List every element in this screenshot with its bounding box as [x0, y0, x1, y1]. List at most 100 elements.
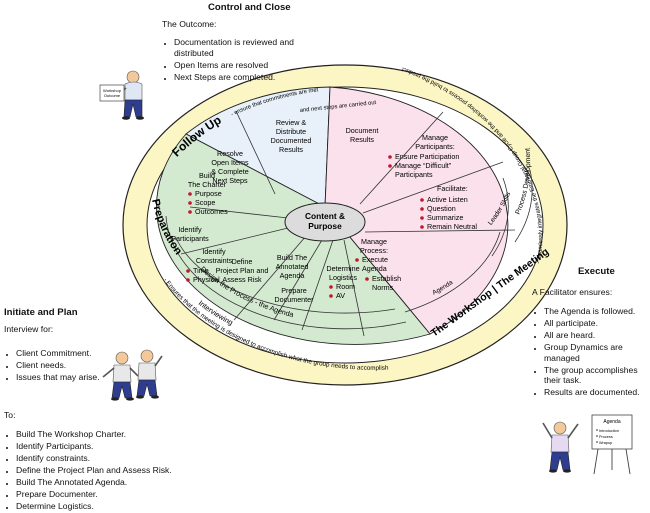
svg-text:Identify: Identify: [202, 247, 226, 256]
list-item: Issues that may arise.: [16, 372, 204, 382]
sector-dividers: [180, 110, 516, 337]
list-item: Next Steps are completed.: [174, 72, 322, 82]
interview-list: Client Commitment. Client needs. Issues …: [4, 348, 204, 382]
workshop-outcome-sign: [99, 84, 125, 102]
center-content-purpose: Content & Purpose: [284, 202, 366, 242]
svg-text:Manage: Manage: [422, 133, 448, 142]
list-item: Client needs.: [16, 360, 204, 370]
list-item: Prepare Documenter.: [16, 489, 204, 499]
svg-text:Participants: Participants: [171, 234, 209, 243]
svg-text:Summarize: Summarize: [427, 213, 463, 222]
list-item: The Agenda is followed.: [544, 306, 650, 316]
svg-text:Assess Risk: Assess Risk: [222, 275, 262, 284]
interview-figures: [102, 349, 163, 401]
svg-text:Agenda: Agenda: [280, 271, 305, 280]
svg-text:Purpose: Purpose: [308, 221, 342, 231]
svg-text:Execute: Execute: [362, 255, 388, 264]
list-item: Group Dynamics are managed: [544, 342, 650, 363]
execute-list: The Agenda is followed. All participate.…: [532, 306, 650, 397]
svg-text:Documenter: Documenter: [274, 295, 314, 304]
document-results-label: Document Results: [346, 126, 379, 144]
svg-text:Build The: Build The: [277, 253, 307, 262]
svg-text:Workshop: Workshop: [103, 88, 122, 93]
svg-text:Physical: Physical: [193, 275, 220, 284]
build-annotated-agenda-label: Build The Annotated Agenda: [276, 253, 309, 280]
svg-text:Build: Build: [199, 171, 215, 180]
svg-text:Active Listen: Active Listen: [427, 195, 468, 204]
manage-process-label: Manage Process: Execute Agenda Establish…: [355, 237, 401, 292]
svg-text:Open Items: Open Items: [211, 158, 249, 167]
svg-text:Manage: Manage: [361, 237, 387, 246]
identify-constraints-label: Identify Constraints Time Physical: [186, 247, 233, 284]
list-item: Documentation is reviewed and distribute…: [174, 37, 322, 58]
build-charter-label: Build The Charter Purpose Scope Outcomes: [188, 171, 228, 216]
list-item: Define the Project Plan and Assess Risk.: [16, 465, 204, 475]
svg-text:Agenda: Agenda: [603, 419, 620, 425]
resolve-open-items-label: Resolve Open Items & Complete Next Steps: [211, 149, 249, 185]
define-project-plan-label: Define Project Plan and Assess Risk: [216, 257, 269, 284]
sector-follow-up: [185, 86, 331, 208]
svg-text:Determine: Determine: [326, 264, 359, 273]
svg-text:Remain Neutral: Remain Neutral: [427, 222, 477, 231]
svg-text:Process: Process: [599, 435, 613, 439]
svg-text:Next Steps: Next Steps: [212, 176, 248, 185]
svg-text:Ensure Participation: Ensure Participation: [395, 152, 459, 161]
execute-panel: Execute A Facilitator ensures: The Agend…: [532, 266, 650, 399]
svg-text:Room: Room: [336, 282, 355, 291]
review-distribute-label: Review & Distribute Documented Results: [271, 118, 312, 154]
svg-text:Purpose: Purpose: [195, 189, 222, 198]
svg-text:Question: Question: [427, 204, 456, 213]
agenda-flipchart: Agenda Introduction Process Wrapup: [591, 414, 633, 475]
svg-text:Review &: Review &: [276, 118, 307, 127]
svg-text:Participants: Participants: [395, 170, 433, 179]
sector-preparation: [156, 133, 431, 345]
list-item: Build The Annotated Agenda.: [16, 477, 204, 487]
list-item: The group accomplishes their task.: [544, 365, 650, 386]
control-close-intro: The Outcome:: [162, 18, 217, 29]
execute-intro: A Facilitator ensures:: [532, 286, 613, 297]
planning-list: Build The Workshop Charter. Identify Par…: [4, 429, 204, 511]
svg-text:Resolve: Resolve: [217, 149, 243, 158]
list-item: Build The Workshop Charter.: [16, 429, 204, 439]
svg-text:Agenda: Agenda: [362, 264, 387, 273]
facilitate-label: Facilitate: Active Listen Question Summa…: [420, 184, 477, 231]
svg-text:Constraints: Constraints: [196, 256, 233, 265]
svg-text:Results: Results: [279, 145, 303, 154]
svg-text:Project Plan and: Project Plan and: [216, 266, 269, 275]
svg-text:Documented: Documented: [271, 136, 312, 145]
svg-text:AV: AV: [336, 291, 345, 300]
control-close-title: Control and Close: [208, 2, 291, 13]
svg-text:& Complete: & Complete: [211, 167, 249, 176]
workshop-cycle-diagram: Content & Purpose Follow Up - ensure tha…: [99, 64, 633, 475]
list-item: Open Items are resolved: [174, 60, 322, 70]
svg-text:Time: Time: [193, 266, 209, 275]
inner-rings: [165, 169, 533, 330]
list-item: Identify constraints.: [16, 453, 204, 463]
initiate-plan-intro: Interview for:: [4, 323, 54, 334]
svg-text:Scope: Scope: [195, 198, 215, 207]
initiate-plan-panel: Initiate and Plan Interview for: Client …: [4, 307, 204, 513]
svg-text:Identify: Identify: [178, 225, 202, 234]
svg-text:The Charter: The Charter: [188, 180, 227, 189]
svg-text:Wrapup: Wrapup: [599, 441, 612, 445]
list-item: Determine Logistics.: [16, 501, 204, 511]
initiate-plan-title: Initiate and Plan: [4, 307, 78, 318]
svg-text:Document: Document: [346, 126, 379, 135]
identify-participants-label: Identify Participants: [171, 225, 209, 243]
svg-text:Content &: Content &: [305, 211, 345, 221]
svg-text:Norms: Norms: [372, 283, 394, 292]
svg-text:Manage “Difficult”: Manage “Difficult”: [395, 161, 452, 170]
svg-text:Process:: Process:: [360, 246, 388, 255]
svg-text:Define: Define: [232, 257, 253, 266]
list-item: All participate.: [544, 318, 650, 328]
svg-text:Participants:: Participants:: [415, 142, 455, 151]
initiate-plan-to: To:: [4, 409, 16, 420]
svg-text:Establish: Establish: [372, 274, 401, 283]
svg-text:Logistics: Logistics: [329, 273, 357, 282]
prepare-documenter-label: Prepare Documenter: [274, 286, 314, 304]
manage-participants-label: Manage Participants: Ensure Participatio…: [388, 133, 459, 179]
svg-text:Prepare: Prepare: [281, 286, 307, 295]
svg-text:Distribute: Distribute: [276, 127, 306, 136]
workshop-outcome-figure: Workshop Outcome: [99, 70, 144, 120]
svg-text:Outcome: Outcome: [104, 93, 121, 98]
